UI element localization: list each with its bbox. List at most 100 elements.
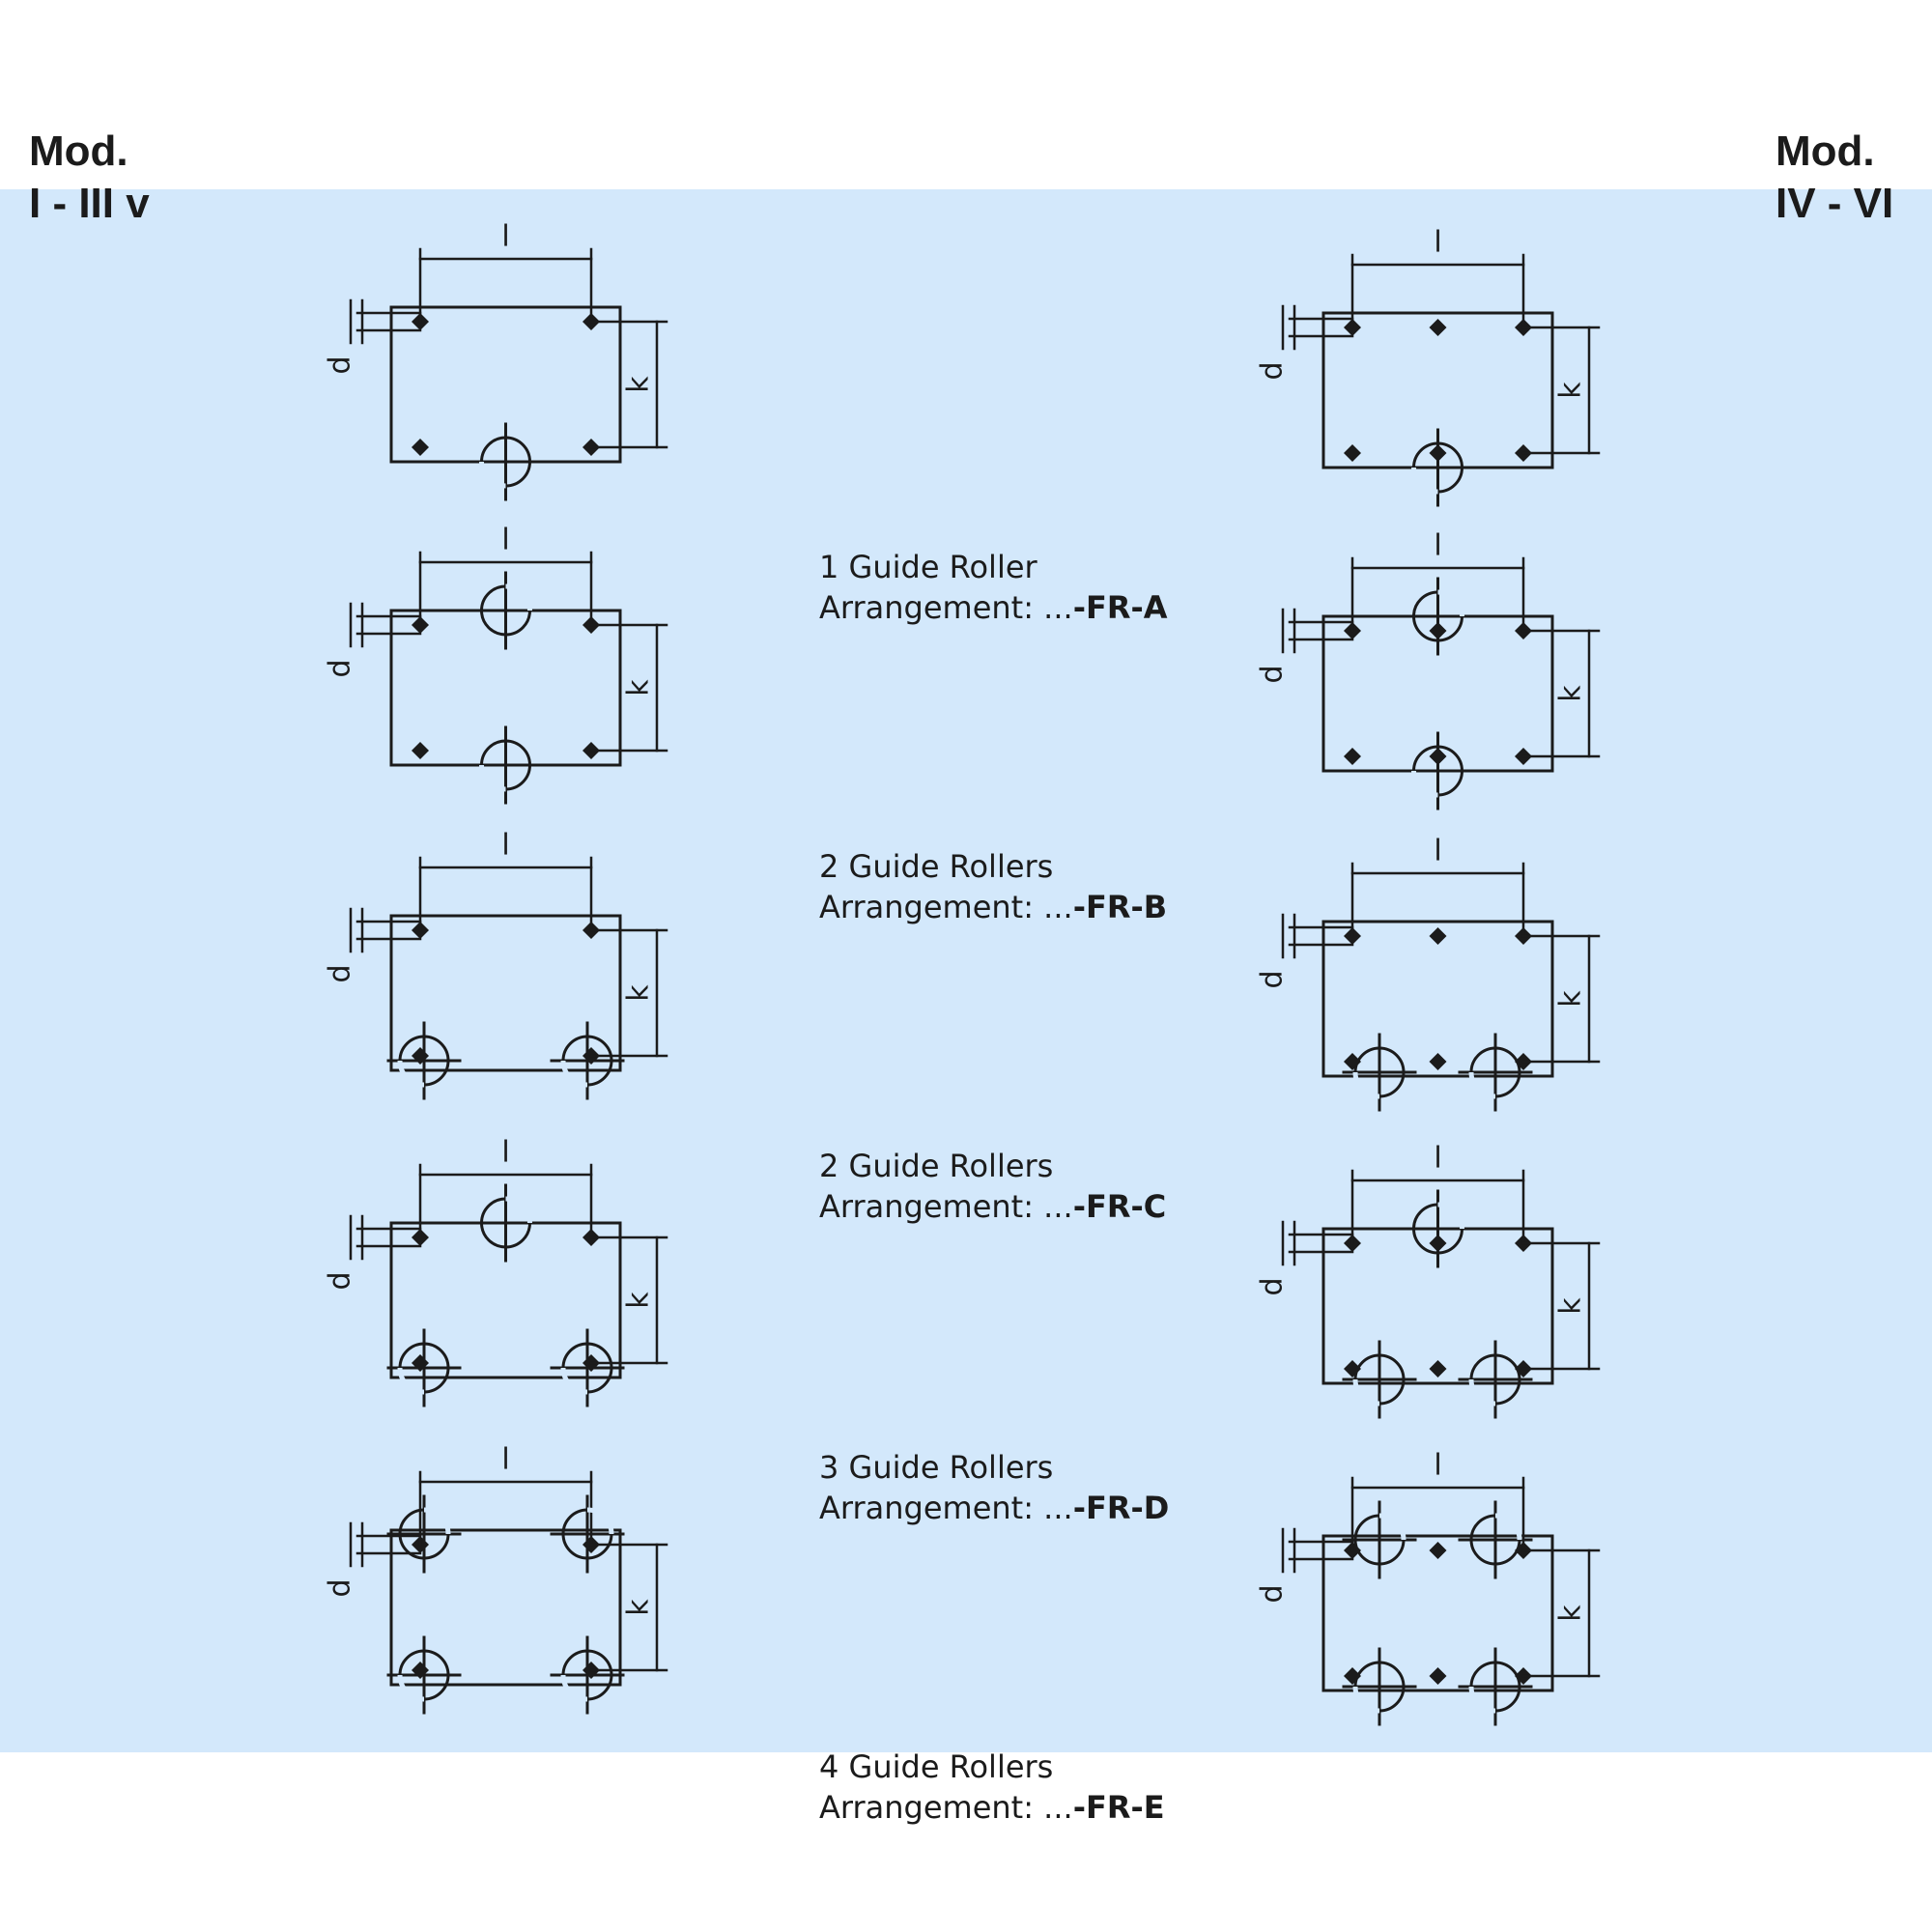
dimension-d-label: d	[324, 355, 357, 374]
dimension-k-label: k	[1554, 1605, 1588, 1622]
dimension-k-label: k	[622, 679, 656, 696]
guide-roller-icon	[386, 1494, 462, 1574]
guide-roller-icon	[1458, 1500, 1533, 1579]
dimension-k-label: k	[622, 984, 656, 1002]
arrangement-code: -FR-E	[1072, 1789, 1165, 1826]
housing-outline	[1321, 1534, 1554, 1692]
drawing-right-fr-b: l k d	[1256, 529, 1601, 810]
guide-roller-icon	[1342, 1033, 1417, 1112]
caption-rollers: 2 Guide Rollers	[819, 848, 1054, 885]
caption-arrangement: Arrangement: ...-FR-B	[819, 887, 1167, 927]
roller-gap	[1437, 589, 1464, 617]
caption-prefix: Arrangement: ...	[819, 1789, 1073, 1826]
guide-roller-icon	[1342, 1647, 1417, 1726]
caption-rollers: 1 Guide Roller	[819, 549, 1037, 585]
mounting-hole	[412, 439, 429, 456]
caption-prefix: Arrangement: ...	[819, 1188, 1073, 1225]
caption-arrangement: Arrangement: ...-FR-A	[819, 587, 1168, 628]
roller-gap	[397, 1060, 425, 1088]
dimension-k-label: k	[622, 1599, 656, 1616]
drawing-right-fr-e: lkd	[1256, 1449, 1601, 1726]
mounting-hole	[1344, 444, 1361, 462]
roller-gap	[1494, 1513, 1522, 1541]
dimension-d-label: d	[1256, 970, 1290, 988]
roller-gap	[560, 1674, 588, 1702]
caption-rollers: 2 Guide Rollers	[819, 1148, 1054, 1184]
guide-roller-icon	[386, 1021, 462, 1100]
dimension-k-label: k	[1554, 1297, 1588, 1315]
dimension-l-label: l	[1434, 835, 1441, 868]
caption-arrangement: Arrangement: ...-FR-D	[819, 1488, 1169, 1528]
dimension-d-label: d	[1256, 1277, 1290, 1295]
dimension-l-label: l	[501, 524, 509, 557]
arrangement-code: -FR-B	[1072, 889, 1168, 925]
arrangement-code: -FR-A	[1072, 589, 1168, 626]
guide-roller-icon	[469, 725, 543, 805]
model-label-right: Mod. IV - VI	[1776, 126, 1893, 230]
guide-roller-icon	[1342, 1500, 1417, 1579]
guide-roller-icon	[1458, 1340, 1533, 1419]
guide-roller-icon	[1401, 428, 1475, 507]
drawing-left-fr-c: lkd	[324, 829, 668, 1100]
roller-gap	[479, 461, 506, 489]
model-label-right-line1: Mod.	[1776, 128, 1875, 175]
dimension-l-label: l	[1434, 226, 1441, 260]
mounting-hole	[1429, 319, 1447, 336]
guide-roller-icon	[550, 1021, 625, 1100]
roller-gap	[1468, 1378, 1496, 1406]
drawing-right-fr-a: l k d	[1256, 226, 1601, 507]
guide-roller-icon	[1401, 577, 1475, 656]
dimension-l-label: l	[1434, 1449, 1441, 1483]
caption-arrangement: Arrangement: ...-FR-C	[819, 1186, 1166, 1227]
caption-arrangement: Arrangement: ...-FR-E	[819, 1787, 1165, 1828]
guide-roller-icon	[386, 1328, 462, 1407]
dimension-k-label: k	[1554, 990, 1588, 1008]
dimension-l-label: l	[1434, 529, 1441, 563]
guide-roller-icon	[469, 422, 543, 501]
housing-outline	[389, 1528, 622, 1687]
dimension-k-label: k	[622, 1292, 656, 1309]
mounting-hole	[1429, 1053, 1447, 1070]
caption-prefix: Arrangement: ...	[819, 1490, 1073, 1526]
roller-gap	[397, 1367, 425, 1395]
model-label-left: Mod. I - III v	[29, 126, 150, 230]
caption-fr-b: 2 Guide Rollers Arrangement: ...-FR-B	[819, 846, 1167, 927]
dimension-d-label: d	[324, 659, 357, 677]
dimension-d-label: d	[1256, 665, 1290, 683]
guide-roller-icon	[469, 1183, 543, 1263]
arrangement-code: -FR-D	[1072, 1490, 1170, 1526]
drawing-left-fr-e: lkd	[324, 1443, 668, 1715]
roller-gap	[505, 583, 532, 611]
model-label-right-line2: IV - VI	[1776, 180, 1894, 227]
dimension-l-label: l	[501, 1136, 509, 1170]
roller-gap	[1352, 1686, 1380, 1714]
roller-gap	[560, 1367, 588, 1395]
dimension-l-label: l	[1434, 1142, 1441, 1176]
roller-gap	[505, 1196, 532, 1224]
dimension-k-label: k	[622, 376, 656, 393]
mounting-hole	[1429, 927, 1447, 945]
roller-gap	[1352, 1378, 1380, 1406]
guide-roller-icon	[469, 571, 543, 650]
model-label-left-line1: Mod.	[29, 128, 128, 175]
roller-gap	[423, 1507, 451, 1535]
caption-fr-e: 4 Guide Rollers Arrangement: ...-FR-E	[819, 1747, 1165, 1828]
mounting-hole	[412, 742, 429, 759]
dimension-d-label: d	[1256, 361, 1290, 380]
guide-roller-icon	[1401, 1189, 1475, 1268]
housing-outline	[389, 914, 622, 1072]
drawing-left-fr-d: lkd	[324, 1136, 668, 1407]
roller-gap	[586, 1507, 614, 1535]
drawing-left-fr-b: l k d	[324, 524, 668, 805]
dimension-k-label: k	[1554, 382, 1588, 399]
guide-roller-icon	[550, 1494, 625, 1574]
dimension-l-label: l	[501, 220, 509, 254]
dimension-k-label: k	[1554, 685, 1588, 702]
mounting-hole	[1429, 1667, 1447, 1685]
guide-roller-icon	[550, 1635, 625, 1715]
roller-gap	[1468, 1686, 1496, 1714]
roller-gap	[1411, 467, 1438, 495]
guide-roller-icon	[550, 1328, 625, 1407]
caption-prefix: Arrangement: ...	[819, 889, 1073, 925]
